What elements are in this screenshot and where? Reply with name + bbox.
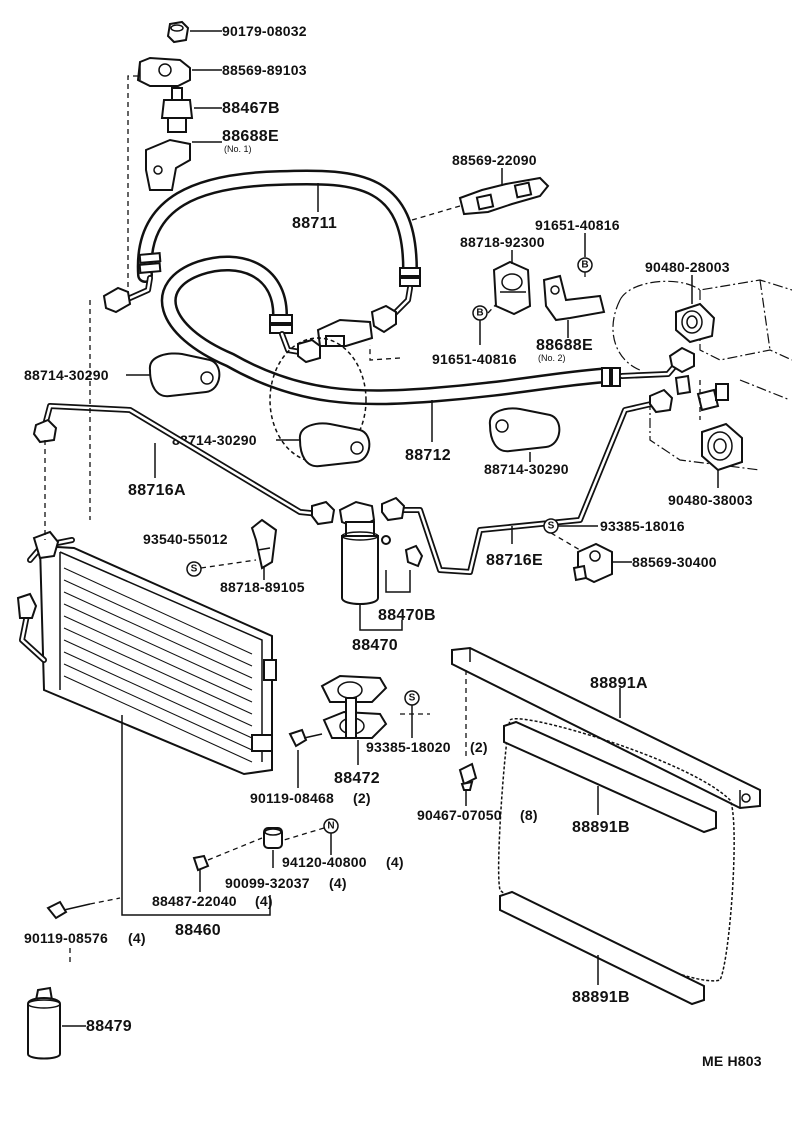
label-88718-89105: 88718-89105 (220, 579, 305, 595)
symbol-s-93385-18020: S (409, 693, 416, 704)
label-88711: 88711 (292, 215, 337, 232)
valve-90480-28003[interactable] (675, 302, 716, 344)
pipe-88716A[interactable] (32, 403, 336, 526)
fitting-pair (269, 318, 374, 463)
support-88891A[interactable] (451, 646, 761, 810)
label-90119-08576-qty: (4) (128, 930, 146, 946)
condenser-fins (63, 567, 253, 763)
bracket-88569-30400[interactable] (572, 542, 613, 584)
condenser-88460[interactable] (16, 530, 277, 776)
label-90099-32037: 90099-32037 (225, 875, 310, 891)
clamp-88569-22090[interactable] (458, 176, 550, 216)
label-88470: 88470 (352, 637, 398, 654)
clip-88718-92300[interactable] (492, 260, 532, 316)
label-90480-28003: 90480-28003 (645, 259, 730, 275)
symbol-n-94120: N (327, 821, 334, 832)
label-90467-07050: 90467-07050 (417, 807, 502, 823)
label-94120-40800-qty: (4) (386, 854, 404, 870)
label-88718-92300: 88718-92300 (460, 234, 545, 250)
label-88688E-no1: 88688E (222, 128, 279, 145)
label-94120-40800: 94120-40800 (282, 854, 367, 870)
cushion-88714-30290-a[interactable] (148, 352, 221, 398)
label-88470B: 88470B (378, 607, 436, 624)
label-93540-55012: 93540-55012 (143, 531, 228, 547)
label-88688E-no2-note: (No. 2) (538, 353, 566, 363)
label-88714-30290-b: 88714-30290 (172, 432, 257, 448)
mount-88467B[interactable] (160, 87, 194, 133)
seal-88891B-upper[interactable] (503, 720, 717, 834)
compressor-oil-88479[interactable] (27, 986, 61, 1060)
label-90119-08468-qty: (2) (353, 790, 371, 806)
cushion-88714-30290-c[interactable] (488, 407, 561, 453)
fittings-compressor (674, 374, 729, 420)
bolt-symbol-b-lower: B (476, 308, 483, 319)
label-88891B-a: 88891B (572, 819, 630, 836)
label-88487-22040-qty: (4) (255, 893, 273, 909)
label-88716A: 88716A (128, 482, 186, 499)
symbol-s-93385-18016: S (548, 521, 555, 532)
valve-90480-38003[interactable] (701, 422, 743, 472)
label-88569-89103: 88569-89103 (222, 62, 307, 78)
label-88487-22040: 88487-22040 (152, 893, 237, 909)
nut-90179-08032[interactable] (166, 20, 190, 44)
label-88712: 88712 (405, 447, 451, 464)
receiver-drier-88470[interactable] (338, 500, 379, 605)
label-88714-30290-c: 88714-30290 (484, 461, 569, 477)
label-90467-07050-qty: (8) (520, 807, 538, 823)
label-93385-18020-qty: (2) (470, 739, 488, 755)
clip-90467-07050[interactable] (458, 762, 478, 791)
label-88891A: 88891A (590, 675, 648, 692)
label-90119-08468: 90119-08468 (250, 790, 334, 806)
label-88479: 88479 (86, 1018, 132, 1035)
label-88688E-no1-note: (No. 1) (224, 144, 252, 154)
bracket-88472[interactable] (320, 674, 388, 739)
label-90480-38003: 90480-38003 (668, 492, 753, 508)
label-90119-08576: 90119-08576 (24, 930, 108, 946)
bolt-symbol-b-upper: B (581, 260, 588, 271)
cushion-90099-32037[interactable] (263, 827, 283, 849)
label-88716E: 88716E (486, 552, 543, 569)
pipe-88716E[interactable] (381, 388, 674, 575)
clip-88718-89105[interactable] (250, 518, 278, 570)
hose-88711[interactable] (102, 169, 421, 334)
label-88714-30290-a: 88714-30290 (24, 367, 109, 383)
cushion-88714-30290-b[interactable] (298, 422, 371, 468)
label-88569-30400: 88569-30400 (632, 554, 717, 570)
label-90179-08032: 90179-08032 (222, 23, 307, 39)
label-93385-18020: 93385-18020 (366, 739, 451, 755)
label-91651-40816-a: 91651-40816 (535, 217, 620, 233)
bracket-88688E-no1[interactable] (145, 138, 191, 191)
label-88569-22090: 88569-22090 (452, 152, 537, 168)
label-88688E-no2: 88688E (536, 337, 593, 354)
label-93385-18016: 93385-18016 (600, 518, 685, 534)
bolt-90119-08576[interactable] (46, 900, 91, 920)
bolt-90119-08468[interactable] (288, 728, 323, 748)
label-88467B: 88467B (222, 100, 280, 117)
bracket-88569-89103[interactable] (136, 56, 191, 87)
label-88891B-b: 88891B (572, 989, 630, 1006)
label-90099-32037-qty: (4) (329, 875, 347, 891)
label-88460: 88460 (175, 922, 221, 939)
plug-88470B[interactable] (381, 535, 424, 568)
hose-88712[interactable] (160, 255, 695, 406)
symbol-s-93540: S (191, 564, 198, 575)
seal-88891B-lower[interactable] (499, 890, 705, 1006)
diagram-code: ME H803 (702, 1053, 762, 1069)
collar-88487-22040[interactable] (192, 854, 210, 872)
label-88472: 88472 (334, 770, 380, 787)
label-91651-40816-b: 91651-40816 (432, 351, 517, 367)
bracket-88688E-no2[interactable] (542, 274, 606, 322)
seal-frame-outline (497, 718, 735, 982)
